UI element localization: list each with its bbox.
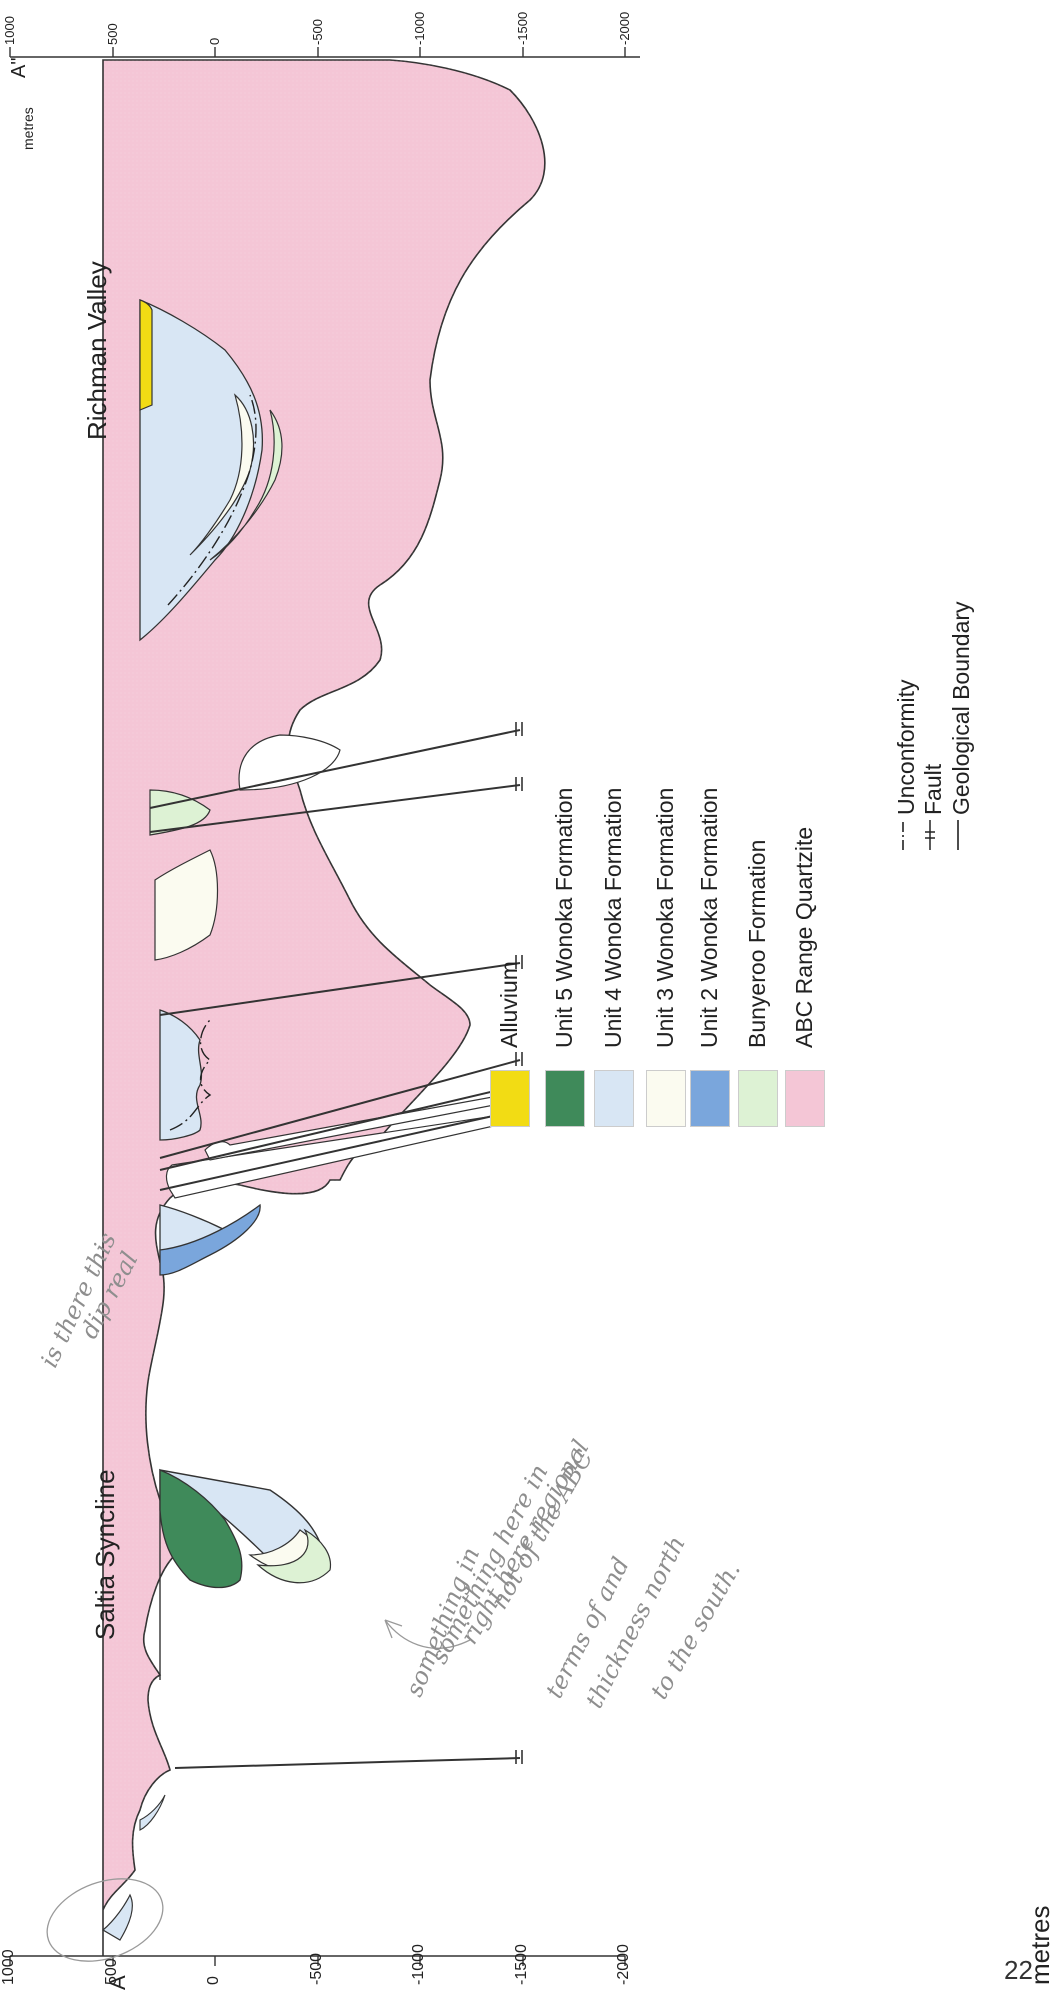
legend-swatch-6 bbox=[738, 1070, 778, 1127]
end-axis-tick-7: -2000 bbox=[617, 12, 632, 45]
legend-swatch-7 bbox=[785, 1070, 825, 1127]
legend-label-2: Unit 5 Wonoka Formation bbox=[551, 788, 578, 1048]
legend-line-label-3: Geological Boundary bbox=[948, 601, 975, 815]
end-section-label: A" bbox=[8, 58, 31, 78]
end-axis-tick-6: -1500 bbox=[515, 12, 530, 45]
richman-valley-label: Richman Valley bbox=[82, 261, 113, 440]
end-axis-tick-1: 1000 bbox=[2, 16, 17, 45]
start-axis-tick-7: -2000 bbox=[615, 1944, 633, 1985]
start-axis-tick-1: 1000 bbox=[0, 1949, 18, 1985]
end-axis-tick-5: -1000 bbox=[412, 12, 427, 45]
legend-swatch-5 bbox=[690, 1070, 730, 1127]
end-axis-unit: metres bbox=[20, 107, 36, 150]
start-axis-tick-4: -500 bbox=[308, 1953, 326, 1985]
end-axis-tick-4: -500 bbox=[310, 19, 325, 45]
legend-swatch-3 bbox=[594, 1070, 634, 1127]
end-axis bbox=[10, 47, 640, 57]
legend-label-7: ABC Range Quartzite bbox=[791, 827, 818, 1048]
start-axis-tick-3: 0 bbox=[205, 1976, 223, 1985]
end-axis-tick-3: 0 bbox=[207, 38, 222, 45]
legend-swatch-4 bbox=[646, 1070, 686, 1127]
legend-label-6: Bunyeroo Formation bbox=[744, 840, 771, 1048]
legend-label-1: Alluvium bbox=[496, 961, 523, 1048]
legend-line-label-1: Unconformity bbox=[893, 680, 920, 815]
start-section-label: A bbox=[105, 1975, 131, 1990]
legend-line-label-2: Fault bbox=[920, 764, 947, 815]
legend-label-3: Unit 4 Wonoka Formation bbox=[600, 788, 627, 1048]
end-axis-tick-2: 500 bbox=[105, 23, 120, 45]
start-axis-tick-5: -1000 bbox=[410, 1944, 428, 1985]
legend-label-5: Unit 2 Wonoka Formation bbox=[696, 788, 723, 1048]
legend-label-4: Unit 3 Wonoka Formation bbox=[652, 788, 679, 1048]
page-number: 22 bbox=[1004, 1955, 1033, 1986]
legend-swatch-1 bbox=[490, 1070, 530, 1127]
legend-fault-symbol bbox=[925, 820, 935, 850]
richman-alluvium bbox=[140, 300, 152, 410]
start-axis-tick-6: -1500 bbox=[513, 1944, 531, 1985]
legend-swatch-2 bbox=[545, 1070, 585, 1127]
saltia-syncline-label: Saltia Syncline bbox=[90, 1469, 121, 1640]
